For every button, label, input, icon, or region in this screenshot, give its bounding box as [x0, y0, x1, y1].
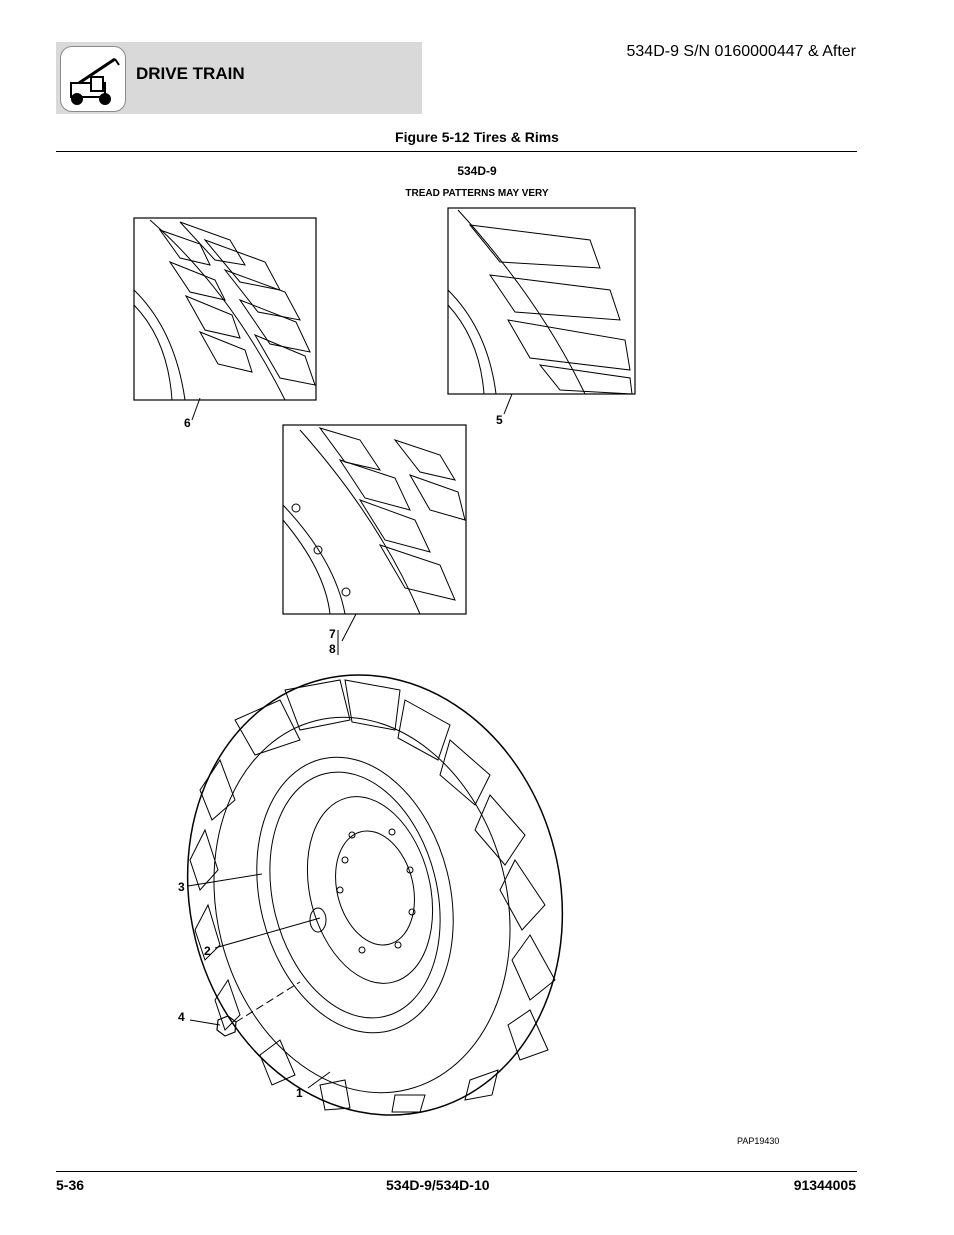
telehandler-icon — [60, 46, 126, 112]
model-label: 534D-9 — [457, 164, 497, 178]
callout-6: 6 — [184, 416, 191, 430]
callout-4: 4 — [178, 1010, 185, 1024]
callout-3: 3 — [178, 880, 185, 894]
page-number: 5-36 — [56, 1177, 85, 1193]
header-divider — [56, 151, 857, 152]
footer-divider — [56, 1171, 857, 1172]
callout-8: 8 — [329, 642, 336, 656]
serial-range: 534D-9 S/N 0160000447 & After — [626, 43, 857, 60]
callout-2: 2 — [204, 944, 211, 958]
tread-detail-5 — [447, 207, 636, 395]
doc-number: 91344005 — [793, 1177, 856, 1193]
image-code: PAP19430 — [737, 1136, 780, 1146]
section-header: DRIVE TRAIN — [56, 42, 422, 114]
footer-models: 534D-9/534D-10 — [386, 1177, 490, 1193]
callout-1: 1 — [296, 1086, 303, 1100]
main-tire — [186, 674, 564, 1116]
tread-detail-6 — [133, 217, 317, 401]
callout-7: 7 — [329, 627, 336, 641]
tread-detail-7-8 — [282, 424, 467, 615]
callout-5: 5 — [496, 413, 503, 427]
figure-title: Figure 5-12 Tires & Rims — [395, 129, 559, 145]
section-title: DRIVE TRAIN — [136, 64, 245, 83]
tread-note: TREAD PATTERNS MAY VERY — [405, 188, 549, 199]
